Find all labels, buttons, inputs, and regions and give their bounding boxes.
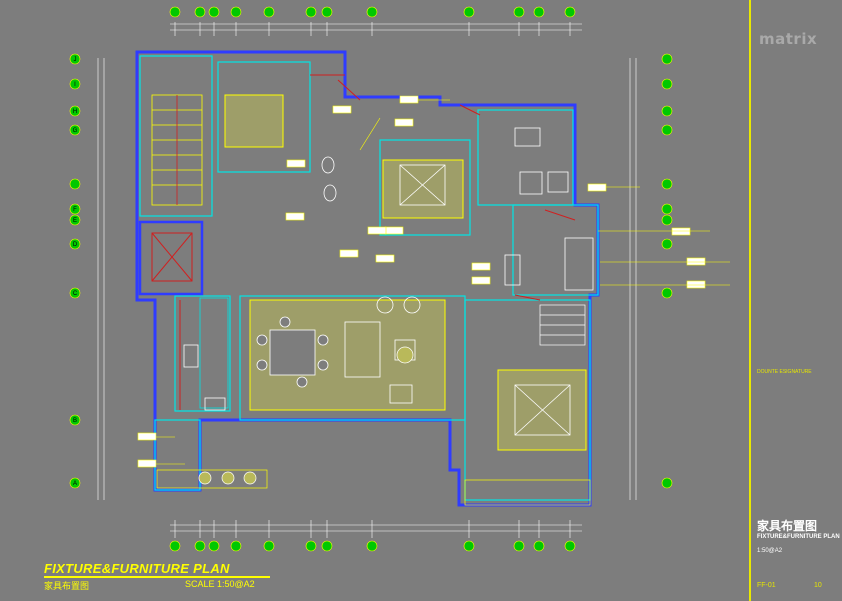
grid-label-row-F: F	[73, 207, 77, 213]
title-block-drawing-title-cn: 家具布置图	[757, 519, 818, 533]
dining-set	[256, 316, 329, 388]
wardrobe	[539, 304, 586, 346]
grid-label-row-D: D	[73, 242, 78, 248]
plan-scale: SCALE 1:50@A2	[185, 579, 255, 589]
title-block-drawing-title-en: FIXTURE&FURNITURE PLAN	[757, 534, 840, 540]
top-dimension-lines	[170, 22, 582, 36]
balcony	[156, 469, 591, 506]
title-block-scale: 1:50@A2	[757, 548, 783, 554]
elevator-shaft	[138, 220, 204, 296]
grid-label-row-J: J	[74, 57, 77, 63]
grid-label-row-A: A	[73, 481, 77, 487]
bathroom-fixtures	[321, 156, 594, 291]
kitchen	[183, 297, 229, 411]
company-logo: matrix	[759, 30, 818, 48]
grid-label-row-I: I	[74, 82, 76, 88]
plan-title-cn: 家具布置图	[44, 581, 90, 591]
grid-bubble-labels: J I H G F E D C B A	[73, 57, 78, 487]
grid-label-row-B: B	[73, 418, 77, 424]
stair-core	[151, 94, 203, 206]
sheet-number: 10	[814, 582, 822, 589]
grid-label-row-C: C	[73, 291, 78, 297]
plants	[198, 346, 414, 485]
plan-title: FIXTURE&FURNITURE PLAN	[44, 561, 230, 576]
side-dimension-lines	[97, 58, 637, 500]
grid-label-row-H: H	[73, 109, 77, 115]
top-grid-bubbles	[169, 6, 576, 18]
fixture-tags	[137, 95, 706, 468]
bedroom-furniture	[399, 127, 571, 436]
door-swings	[179, 74, 576, 410]
drawing-number: FF-01	[757, 582, 776, 589]
grid-label-row-G: G	[73, 128, 78, 134]
consultant-label: DOUNTE ESIGNATURE	[757, 369, 812, 375]
rugs	[224, 94, 587, 451]
right-grid-bubbles	[661, 53, 673, 489]
leader-lines	[156, 99, 730, 465]
left-grid-bubbles	[69, 53, 81, 489]
grid-label-row-E: E	[73, 218, 77, 224]
plan-title-underline	[44, 576, 270, 578]
bottom-grid-bubbles	[169, 540, 576, 552]
interior-walls	[139, 55, 599, 501]
bottom-dimension-lines	[170, 520, 582, 538]
title-block: matrix DOUNTE ESIGNATURE 家具布置图 FIXTURE&F…	[749, 0, 842, 601]
